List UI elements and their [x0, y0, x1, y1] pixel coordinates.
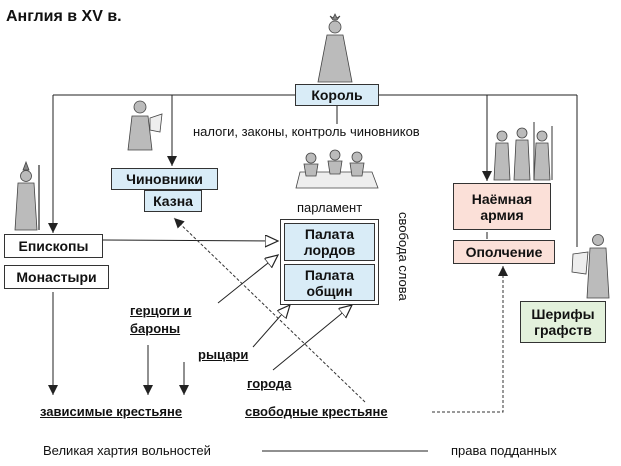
- lords-box: Палата лордов: [284, 223, 375, 261]
- parliament-frame: [280, 219, 379, 305]
- officials-box: Чиновники: [111, 168, 218, 190]
- soldiers-figure-icon: [493, 122, 553, 181]
- towns-label: города: [247, 376, 292, 391]
- mercenary-army-label: Наёмная армия: [471, 190, 533, 223]
- lords-label: Палата лордов: [303, 226, 356, 258]
- militia-box: Ополчение: [453, 240, 555, 264]
- king-label: Король: [311, 87, 363, 103]
- king-figure-icon: [317, 13, 353, 83]
- arrow-towns-commons: [272, 305, 352, 371]
- sheriffs-box: Шерифы графств: [520, 301, 606, 343]
- king-box: Король: [295, 84, 379, 106]
- militia-label: Ополчение: [465, 244, 543, 260]
- king-powers-label: налоги, законы, контроль чиновников: [193, 124, 420, 139]
- knights-label: рыцари: [198, 347, 249, 362]
- arrow-dukes-lords: [217, 255, 278, 304]
- free-peasants-label: свободные крестьяне: [245, 404, 388, 419]
- arrow-bishops-lords: [102, 240, 278, 241]
- dependent-peasants-label: зависимые крестьяне: [40, 404, 183, 419]
- official-figure-icon: [127, 100, 163, 151]
- magna-carta-label: Великая хартия вольностей: [43, 443, 211, 458]
- parliament-figure-icon: [295, 149, 379, 189]
- free-speech-label: свобода слова: [396, 212, 411, 301]
- arrow-knights-commons: [252, 305, 290, 348]
- sheriffs-label: Шерифы графств: [531, 306, 595, 338]
- dukes-barons-label: герцоги и бароны: [130, 303, 192, 336]
- dashed-free-militia: [432, 266, 508, 413]
- bishop-figure-icon: [14, 160, 40, 231]
- bishops-label: Епископы: [18, 238, 89, 254]
- monasteries-box: Монастыри: [4, 265, 109, 289]
- treasury-label: Казна: [153, 193, 193, 209]
- sheriff-figure-icon: [571, 234, 610, 299]
- officials-label: Чиновники: [126, 171, 203, 187]
- bishops-box: Епископы: [4, 234, 103, 258]
- mercenary-army-box: Наёмная армия: [453, 183, 551, 230]
- treasury-box: Казна: [144, 190, 202, 212]
- dashed-free-treasury: [173, 217, 366, 403]
- page-title: Англия в XV в.: [6, 8, 122, 25]
- subject-rights-label: права подданных: [451, 443, 557, 458]
- commons-box: Палата общин: [284, 264, 375, 301]
- monasteries-label: Монастыри: [16, 269, 97, 285]
- parliament-label: парламент: [297, 200, 363, 215]
- commons-label: Палата общин: [304, 266, 355, 299]
